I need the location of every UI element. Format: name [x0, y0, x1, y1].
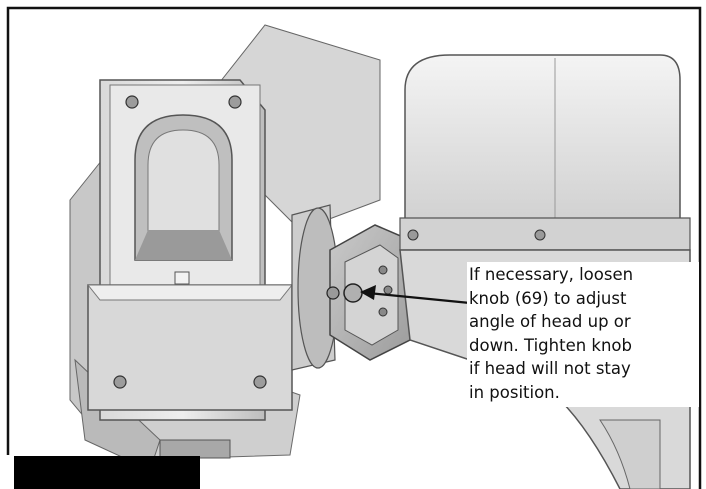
callout-text: If necessary, loosen knob (69) to adjust… — [467, 262, 699, 407]
adjustment-knob — [343, 283, 363, 303]
border-frame — [6, 6, 702, 489]
callout-line: knob (69) to adjust — [469, 288, 627, 308]
screw-icon — [253, 375, 267, 389]
callout-arrow — [360, 285, 471, 305]
black-tab — [14, 456, 200, 489]
callout-line: in position. — [469, 382, 560, 402]
callout-line: angle of head up or — [469, 312, 631, 332]
screw-icon — [113, 375, 127, 389]
callout-line: if head will not stay — [469, 359, 631, 379]
screw-icon — [228, 95, 242, 109]
callout-line: If necessary, loosen — [469, 265, 634, 284]
callout-line: down. Tighten knob — [469, 335, 633, 355]
screw-icon — [125, 95, 139, 109]
rear-housing — [86, 79, 294, 421]
